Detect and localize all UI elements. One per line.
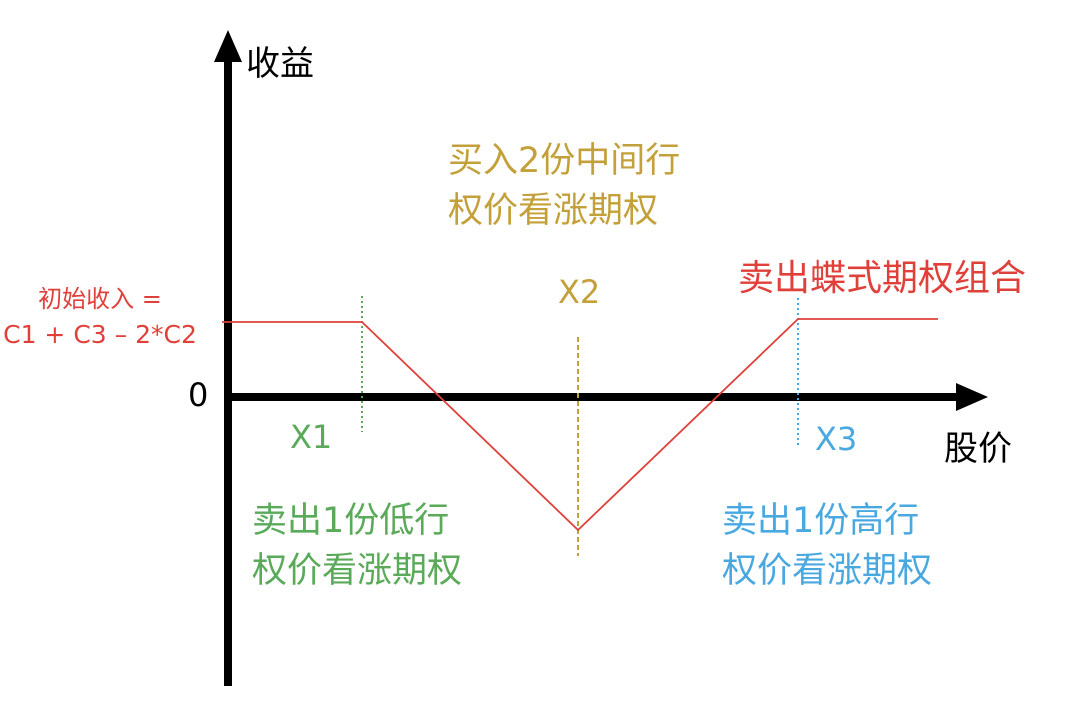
low-leg-line1: 卖出1份低行 [252,501,449,541]
x-axis-label: 股价 [944,429,1012,469]
low-leg-line2: 权价看涨期权 [252,551,462,591]
y-axis-arrow [214,30,242,62]
high-leg-line2: 权价看涨期权 [722,551,932,591]
mid-leg-line1: 买入2份中间行 [448,141,680,181]
initial-income-line2: C1 + C3 – 2*C2 [3,320,197,349]
zero-label: 0 [188,376,208,414]
x-axis-arrow [956,383,988,411]
x1-label: X1 [290,418,332,456]
high-leg-line1: 卖出1份高行 [722,501,919,541]
y-axis-label: 收益 [246,44,314,84]
mid-leg-line2: 权价看涨期权 [448,191,658,231]
x2-label: X2 [558,273,600,311]
x3-label: X3 [815,420,857,458]
payoff-line [222,318,938,532]
strategy-title: 卖出蝶式期权组合 [738,258,1026,299]
initial-income-line1: 初始收入 = [38,285,162,313]
